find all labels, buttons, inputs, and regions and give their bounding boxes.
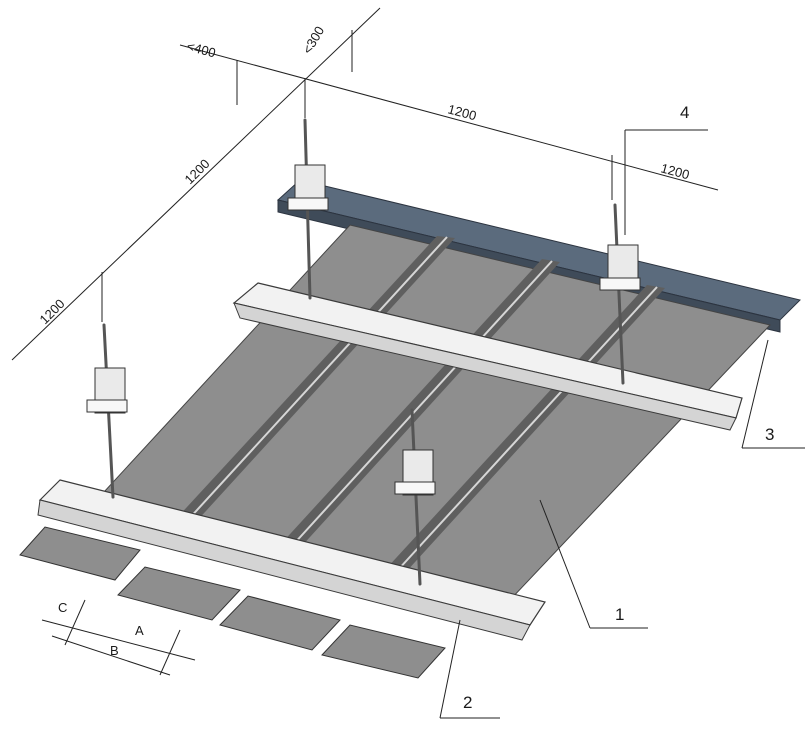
dim-bottom-a: A [135, 623, 144, 638]
panel-gaps [175, 236, 665, 573]
callout-edge-profile: 3 [765, 425, 774, 444]
callout-stringer: 2 [463, 693, 472, 712]
stringer-rail-front [37, 479, 546, 641]
dim-top-right: 1200 [659, 160, 691, 182]
dim-top-left-lt: <400 [185, 38, 217, 60]
dim-top-left-lt2: <300 [300, 24, 328, 57]
dim-top-span: 1200 [446, 101, 478, 123]
callout-hanger: 4 [680, 103, 689, 122]
hanger-3 [86, 323, 128, 499]
stringer-rail-rear [232, 282, 743, 431]
front-panels [19, 526, 446, 679]
callout-panel: 1 [615, 605, 624, 624]
dim-bottom-b: B [110, 643, 119, 658]
hanger-2 [599, 203, 641, 385]
hanger-4 [394, 408, 436, 586]
hanger-1 [287, 118, 329, 300]
dim-bottom-c: C [58, 600, 67, 615]
dimension-lines [11, 7, 805, 719]
